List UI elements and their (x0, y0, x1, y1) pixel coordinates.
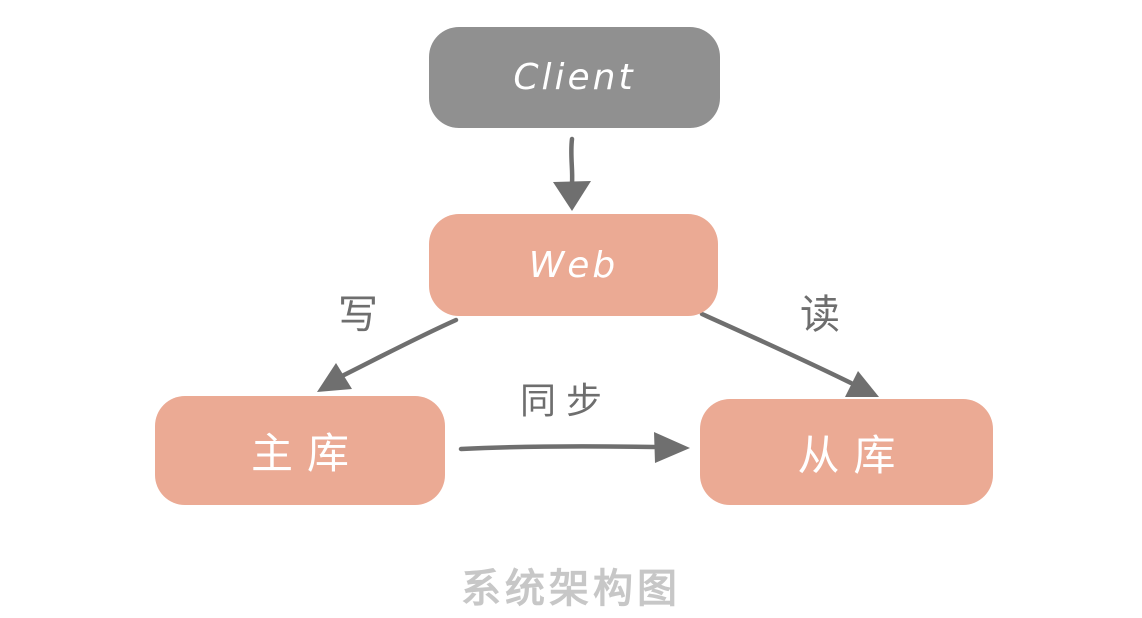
node-slave-db: 从库 (700, 399, 993, 505)
node-client-label: Client (513, 57, 636, 98)
node-slave-db-label: 从库 (797, 430, 910, 480)
node-master-db-label: 主库 (250, 429, 363, 478)
edge-label-write: 写 (338, 292, 378, 338)
node-master-db: 主库 (155, 396, 445, 505)
edge-label-read: 读 (800, 292, 840, 338)
node-web-label: Web (528, 244, 619, 286)
arrow-web-to-slave (699, 311, 879, 397)
node-client: Client (429, 27, 720, 128)
diagram-title: 系统架构图 (461, 566, 681, 612)
node-web: Web (429, 214, 718, 316)
arrow-master-to-slave (458, 432, 690, 463)
arrow-client-to-web (553, 136, 591, 211)
edge-label-sync: 同步 (519, 381, 613, 422)
